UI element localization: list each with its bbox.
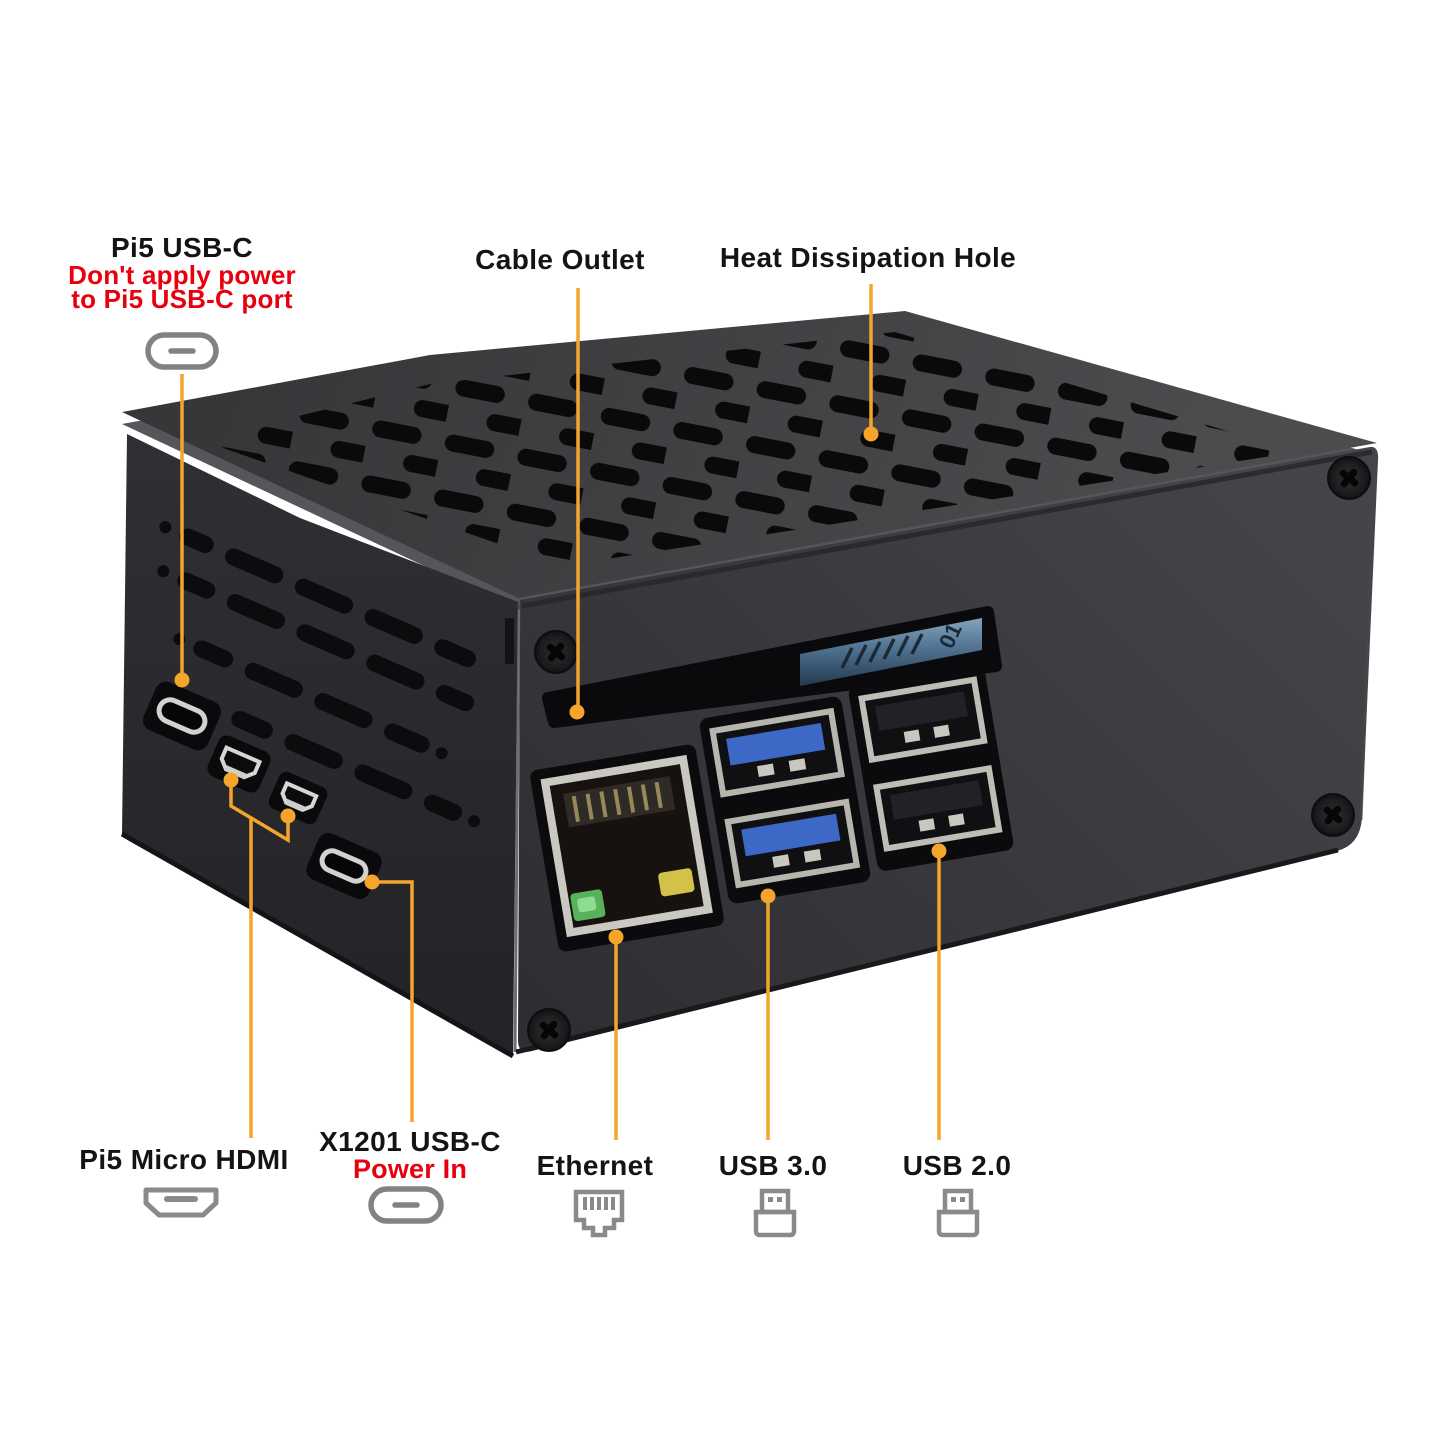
leader-cable-outlet	[569, 288, 585, 720]
leader-heat-hole	[863, 284, 879, 442]
label-heat-hole: Heat Dissipation Hole	[719, 242, 1017, 273]
screw	[527, 1008, 571, 1052]
usb3-title: USB 3.0	[718, 1150, 828, 1181]
label-pi5-usbc: Pi5 USB-C Don't apply power to Pi5 USB-C…	[68, 232, 296, 315]
pi5-usbc-warning-line1: Don't apply power	[68, 259, 296, 290]
leader-usb3	[760, 888, 776, 1140]
pi5-usbc-warning-line2: to Pi5 USB-C port	[71, 284, 293, 315]
label-cable-outlet: Cable Outlet	[475, 244, 645, 275]
usb2-title: USB 2.0	[902, 1150, 1012, 1181]
ssd-board-edge	[800, 618, 982, 686]
label-micro-hdmi: Pi5 Micro HDMI	[79, 1144, 289, 1175]
screw	[1327, 456, 1371, 500]
x1201-subtitle: Power In	[352, 1153, 468, 1184]
screw	[534, 630, 578, 674]
usb-plug-icon	[753, 1188, 797, 1238]
label-ethernet: Ethernet	[536, 1150, 654, 1181]
device-case: 01	[120, 311, 1379, 1059]
hdmi-icon	[143, 1187, 219, 1218]
ssd-hatch-marks	[840, 633, 924, 669]
usb2-ports	[848, 665, 1014, 871]
leader-micro-hdmi	[223, 772, 296, 1138]
leader-usb2	[931, 843, 947, 1140]
ethernet-led-amber	[658, 868, 695, 897]
usb-c-port-icon	[145, 332, 219, 370]
leader-lines	[174, 284, 947, 1140]
x1201-usbc-port	[306, 832, 382, 900]
leader-x1201-usbc	[364, 874, 414, 1122]
micro-hdmi-port-1	[207, 735, 271, 793]
leader-ethernet	[608, 929, 624, 1140]
label-usb2: USB 2.0	[902, 1150, 1012, 1181]
pi5-usbc-port	[143, 681, 221, 751]
cable-outlet-title: Cable Outlet	[475, 244, 645, 275]
pi5-usbc-title: Pi5 USB-C	[110, 232, 254, 263]
panel-seam-notch	[505, 618, 514, 664]
ethernet-jack-icon	[573, 1189, 625, 1238]
micro-hdmi-title: Pi5 Micro HDMI	[79, 1144, 289, 1175]
screw	[1311, 793, 1355, 837]
usb-plug-icon	[936, 1188, 980, 1238]
label-x1201-usbc: X1201 USB-C Power In	[319, 1126, 501, 1184]
ethernet-title: Ethernet	[536, 1150, 654, 1181]
case-screws	[527, 456, 1371, 1052]
heat-hole-title: Heat Dissipation Hole	[719, 242, 1017, 273]
usb3-ports	[699, 696, 871, 904]
leader-pi5-usbc	[174, 374, 190, 688]
label-usb3: USB 3.0	[718, 1150, 828, 1181]
left-face-vents	[157, 521, 481, 828]
cable-outlet-slot: 01	[542, 606, 1002, 728]
usb-c-port-icon	[368, 1186, 444, 1224]
x1201-title: X1201 USB-C	[319, 1126, 501, 1157]
ethernet-port	[530, 744, 724, 952]
